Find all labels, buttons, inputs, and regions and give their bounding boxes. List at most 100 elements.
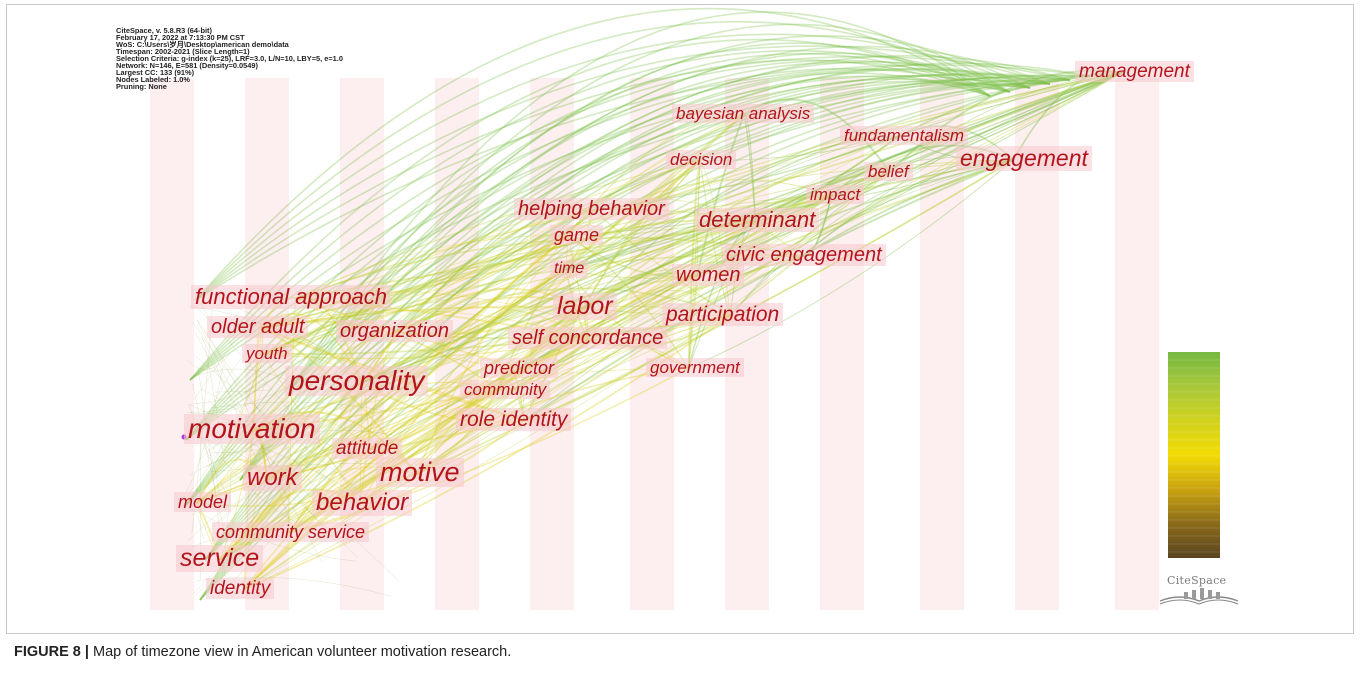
citespace-logo-text: CiteSpace — [1167, 574, 1227, 587]
time-slice-stripe — [435, 78, 479, 610]
cooccurrence-edge — [266, 159, 1014, 480]
cooccurrence-edge — [185, 74, 1031, 441]
cooccurrence-edge — [195, 33, 1031, 301]
cooccurrence-edge — [565, 71, 1123, 271]
keyword-impact: impact — [806, 185, 865, 204]
keyword-attitude: attitude — [332, 438, 403, 459]
run-info-line: Timespan: 2002-2021 (Slice Length=1) — [116, 47, 250, 56]
cooccurrence-edge — [289, 23, 1011, 391]
cooccurrence-edge — [195, 7, 991, 301]
cooccurrence-edge — [565, 71, 1123, 271]
cooccurrence-edge — [395, 287, 731, 333]
cooccurrence-edge — [289, 11, 991, 391]
keyword-model: model — [174, 492, 232, 512]
keyword-belief: belief — [864, 162, 913, 181]
cooccurrence-edge — [266, 113, 745, 481]
keyword-bayesian-analysis: bayesian analysis — [672, 104, 815, 123]
cooccurrence-edge — [263, 235, 569, 355]
time-slice-stripe — [1115, 78, 1159, 610]
cooccurrence-edge — [416, 255, 803, 475]
cooccurrence-edge — [204, 78, 1011, 561]
cooccurrence-edge — [261, 220, 756, 329]
color-legend-bar — [1168, 352, 1220, 558]
cooccurrence-edge — [204, 82, 1031, 561]
cooccurrence-edge — [696, 113, 746, 277]
keyword-behavior: behavior — [312, 490, 413, 516]
cooccurrence-edge — [191, 508, 357, 562]
cooccurrence-edge — [263, 194, 832, 355]
keyword-youth: youth — [242, 344, 292, 363]
cooccurrence-edge — [295, 159, 701, 299]
cooccurrence-edge — [239, 68, 1051, 481]
caption-text: Map of timezone view in American volunte… — [88, 644, 512, 660]
run-info-line: CiteSpace, v. 5.8.R3 (64-bit) — [116, 26, 212, 35]
cooccurrence-edge — [199, 75, 1091, 601]
keyword-motive: motive — [376, 458, 464, 487]
time-slice-stripe — [150, 78, 194, 610]
cooccurrence-edge — [185, 69, 1031, 506]
keyword-role-identity: role identity — [456, 408, 572, 431]
cooccurrence-edge — [239, 72, 1071, 481]
cooccurrence-edge — [361, 135, 900, 384]
cooccurrence-edge — [186, 366, 224, 492]
run-info-line: Pruning: None — [116, 82, 167, 91]
figure-caption: FIGURE 8 | Map of timezone view in Ameri… — [14, 644, 511, 660]
keyword-community-service: community service — [212, 522, 370, 542]
cooccurrence-edge — [204, 72, 991, 561]
cooccurrence-edge — [195, 64, 1091, 301]
cooccurrence-edge — [565, 113, 745, 271]
cooccurrence-edge — [261, 235, 569, 329]
cooccurrence-edge — [204, 331, 294, 533]
keyword-women: women — [672, 264, 745, 286]
cooccurrence-edge — [199, 79, 1071, 601]
cooccurrence-edge — [189, 49, 1011, 381]
cooccurrence-edge — [583, 71, 1123, 309]
keyword-decision: decision — [666, 150, 737, 169]
cooccurrence-edge — [204, 345, 225, 463]
keyword-fundamentalism: fundamentalism — [840, 126, 969, 145]
keyword-organization: organization — [336, 320, 453, 342]
cooccurrence-edge — [261, 220, 756, 329]
cooccurrence-edge — [288, 367, 689, 534]
keyword-time: time — [550, 260, 589, 278]
cooccurrence-edge — [565, 72, 1123, 270]
cooccurrence-edge — [214, 389, 269, 393]
keyword-government: government — [646, 358, 744, 377]
keyword-determinant: determinant — [695, 208, 820, 232]
time-slice-stripe — [820, 78, 864, 610]
cooccurrence-edge — [361, 275, 698, 384]
keyword-identity: identity — [206, 578, 275, 599]
keyword-engagement: engagement — [956, 146, 1092, 171]
keyword-self-concordance: self concordance — [508, 327, 668, 349]
keyword-older-adult: older adult — [207, 316, 309, 338]
keyword-management: management — [1075, 61, 1194, 82]
time-slice-stripe — [340, 78, 384, 610]
run-info-line: Selection Criteria: g-index (k=25), LRF=… — [116, 54, 343, 63]
cooccurrence-edge — [189, 59, 1031, 381]
caption-label: FIGURE 8 | — [14, 644, 89, 660]
cooccurrence-edge — [287, 235, 569, 534]
cooccurrence-edge — [239, 74, 1091, 481]
cooccurrence-edge — [185, 59, 991, 441]
keyword-civic-engagement: civic engagement — [722, 244, 886, 266]
keyword-game: game — [550, 225, 604, 245]
figure-frame — [6, 4, 1354, 634]
cooccurrence-edge — [266, 209, 595, 480]
cooccurrence-edge — [688, 220, 756, 369]
cooccurrence-edge — [289, 35, 1031, 391]
cooccurrence-edge — [190, 402, 252, 414]
run-info-line: Largest CC: 133 (91%) — [116, 68, 195, 77]
keyword-participation: participation — [662, 303, 784, 326]
keyword-functional-approach: functional approach — [191, 285, 392, 309]
run-info-line: Nodes Labeled: 1.0% — [116, 75, 190, 84]
cooccurrence-edge — [523, 158, 1014, 422]
keyword-work: work — [243, 465, 302, 491]
cooccurrence-edge — [187, 353, 231, 370]
cooccurrence-edge — [289, 45, 1051, 391]
cooccurrence-edge — [289, 55, 1071, 391]
cooccurrence-edge — [583, 135, 901, 309]
cooccurrence-edge — [565, 71, 1123, 271]
cooccurrence-edge — [193, 334, 239, 400]
cooccurrence-edge — [189, 68, 1051, 381]
cooccurrence-edge — [498, 71, 1123, 391]
